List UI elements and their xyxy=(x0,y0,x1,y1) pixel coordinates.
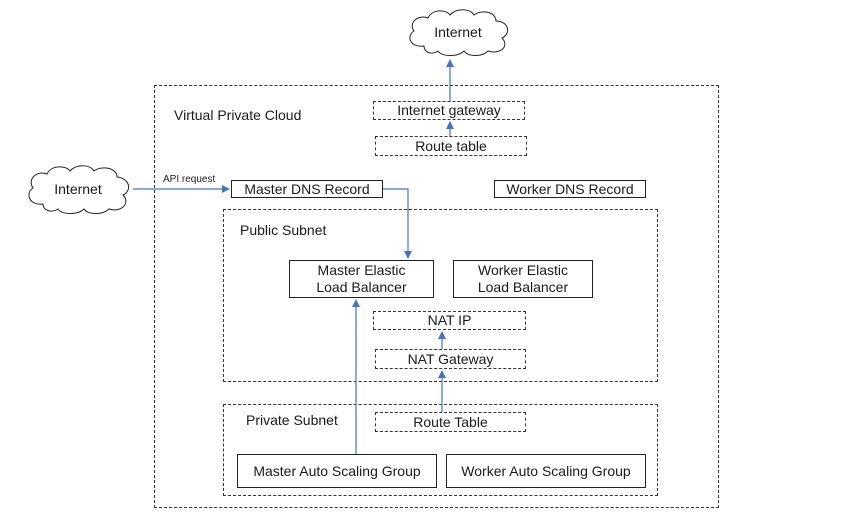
public-subnet-label: Public Subnet xyxy=(240,222,327,238)
route-table-private-node: Route Table xyxy=(375,412,526,432)
internet-cloud-left-label: Internet xyxy=(54,181,102,197)
private-subnet-region xyxy=(223,404,658,496)
worker-asg-node: Worker Auto Scaling Group xyxy=(446,454,646,488)
route-table-top-node: Route table xyxy=(375,136,527,156)
master-elb-node: Master Elastic Load Balancer xyxy=(289,260,434,298)
internet-cloud-left: Internet xyxy=(21,162,135,216)
nat-ip-node: NAT IP xyxy=(373,311,526,330)
nat-gateway-node: NAT Gateway xyxy=(375,349,526,369)
api-request-label: API request xyxy=(163,174,216,185)
public-subnet-region xyxy=(223,209,658,382)
master-asg-node: Master Auto Scaling Group xyxy=(237,454,437,488)
internet-gateway-node: Internet gateway xyxy=(373,101,525,120)
internet-cloud-top: Internet xyxy=(402,6,514,58)
master-dns-record-node: Master DNS Record xyxy=(231,180,383,198)
worker-dns-record-node: Worker DNS Record xyxy=(494,180,646,198)
vpc-region xyxy=(154,85,719,508)
cloud-icon xyxy=(28,165,130,214)
cloud-icon xyxy=(409,9,509,56)
worker-elb-node: Worker Elastic Load Balancer xyxy=(453,260,593,298)
private-subnet-label: Private Subnet xyxy=(246,412,338,428)
internet-cloud-top-label: Internet xyxy=(434,24,482,40)
vpc-label: Virtual Private Cloud xyxy=(174,107,302,123)
